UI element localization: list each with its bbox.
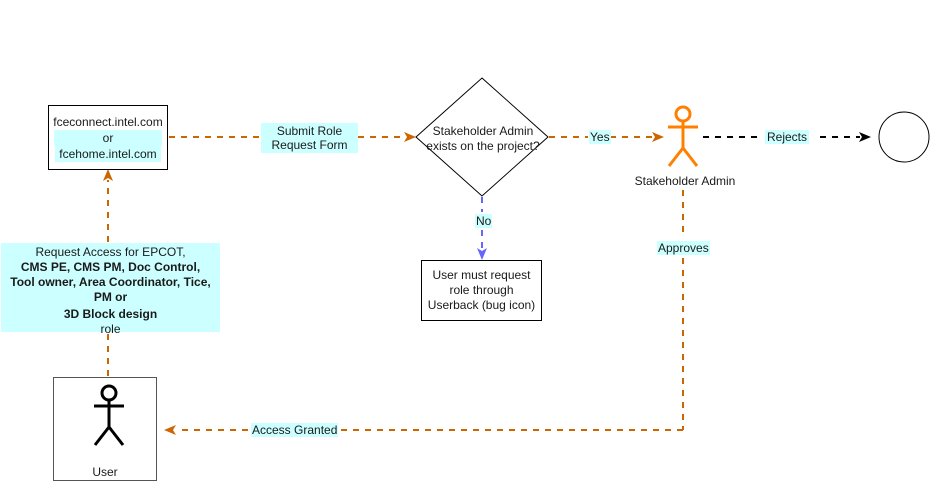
arrowhead-right-stakeholder: [652, 132, 664, 142]
user-box: [53, 377, 157, 481]
sites-box: fceconnect.intel.com or fcehome.intel.co…: [48, 105, 168, 170]
arrowhead-up-sites: [103, 169, 113, 181]
edge-label-access-granted: Access Granted: [251, 423, 339, 437]
user-label: User: [92, 465, 118, 479]
sites-line3: fcehome.intel.com: [55, 145, 161, 162]
edge-label-rejects: Rejects: [765, 130, 810, 144]
request-access-line: 3D Block design: [63, 307, 158, 321]
decision-text: Stakeholder Admin exists on the project?: [418, 124, 548, 154]
request-access-line: CMS PE, CMS PM, Doc Control,: [20, 260, 201, 274]
stakeholder-admin-actor-icon: [667, 105, 699, 167]
edge-label-yes: Yes: [589, 130, 611, 144]
request-access-label: Request Access for EPCOT, CMS PE, CMS PM…: [1, 243, 220, 336]
request-access-line: PM or: [93, 290, 128, 304]
end-circle-icon: [878, 111, 930, 163]
submit-label-line2: Request Form: [271, 138, 348, 152]
userback-box: User must request role through Userback …: [421, 260, 542, 321]
arrowhead-right-end: [859, 132, 871, 142]
request-access-line: Tool owner, Area Coordinator, Tice,: [10, 275, 211, 289]
submit-label-line1: Submit Role: [276, 124, 343, 138]
request-access-line: role: [100, 322, 121, 336]
request-access-line: Request Access for EPCOT,: [35, 245, 186, 259]
edge-label-no: No: [475, 214, 493, 228]
edge-label-approves: Approves: [657, 241, 710, 255]
decision-diamond: [415, 77, 549, 197]
arrowhead-down-userback: [477, 248, 487, 260]
decision-line2: exists on the project?: [426, 139, 540, 153]
userback-line2: role through: [449, 283, 514, 297]
edge-label-submit: Submit Role Request Form: [261, 123, 358, 153]
sites-line1: fceconnect.intel.com: [53, 114, 163, 129]
decision-line1: Stakeholder Admin: [432, 124, 534, 138]
userback-line1: User must request: [432, 268, 531, 282]
arrowhead-left-user: [164, 425, 176, 435]
user-actor-icon: [93, 384, 125, 446]
stakeholder-admin-label: Stakeholder Admin: [634, 174, 736, 188]
userback-line3: Userback (bug icon): [427, 298, 536, 312]
sites-line2: or: [54, 129, 162, 146]
arrowhead-right-decision: [404, 132, 416, 142]
